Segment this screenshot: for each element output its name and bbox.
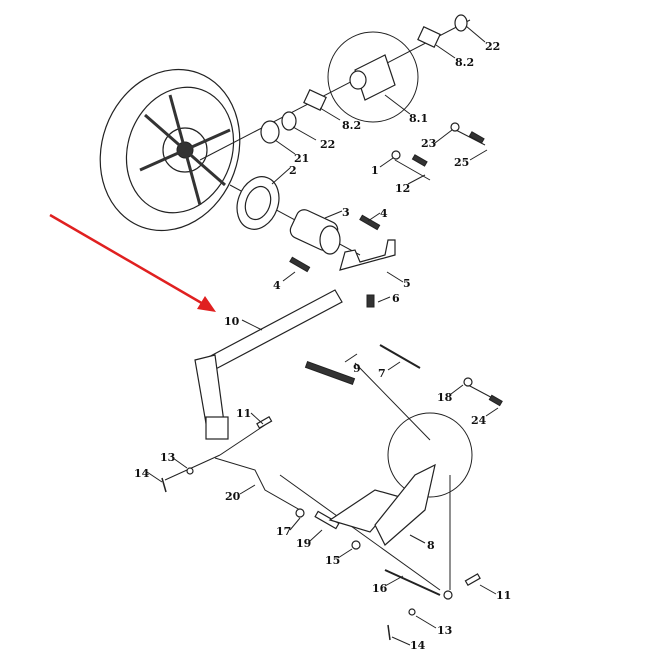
callout: 8.2 — [342, 119, 361, 132]
callout: 23 — [421, 137, 436, 150]
detail-circle-8-1 — [327, 31, 419, 123]
callout: 22 — [485, 40, 500, 53]
highlight-arrow — [49, 213, 216, 312]
callout-labels: 22 8.2 8.1 8.2 22 21 2 3 4 4 5 6 23 25 1… — [134, 40, 511, 652]
callout: 4 — [273, 279, 281, 292]
callout: 21 — [294, 152, 309, 165]
callout: 8.2 — [455, 56, 474, 69]
callout: 13 — [437, 624, 452, 637]
callout: 10 — [224, 315, 240, 328]
callout: 17 — [276, 525, 291, 538]
callout: 5 — [403, 277, 411, 290]
callout: 7 — [378, 367, 386, 380]
clutch-assembly — [99, 68, 241, 232]
callout: 2 — [289, 164, 297, 177]
parts — [161, 14, 503, 641]
callout: 6 — [392, 292, 400, 305]
callout: 18 — [437, 391, 453, 404]
callout: 14 — [134, 467, 150, 480]
callout: 24 — [471, 414, 487, 427]
callout: 25 — [454, 156, 469, 169]
callout: 9 — [353, 362, 361, 375]
callout: 4 — [380, 207, 388, 220]
callout: 14 — [410, 639, 426, 652]
detail-circle-8 — [387, 412, 473, 498]
callout: 11 — [496, 589, 511, 602]
callout: 22 — [320, 138, 335, 151]
callout: 13 — [160, 451, 175, 464]
callout: 1 — [371, 164, 379, 177]
callout: 8 — [427, 539, 435, 552]
callout: 19 — [296, 537, 311, 550]
callout: 12 — [395, 182, 410, 195]
callout: 11 — [236, 407, 251, 420]
leader-lines — [146, 25, 499, 646]
callout: 8.1 — [409, 112, 428, 125]
callout: 20 — [225, 490, 241, 503]
callout: 3 — [342, 206, 350, 219]
callout: 16 — [372, 582, 388, 595]
callout: 15 — [325, 554, 340, 567]
